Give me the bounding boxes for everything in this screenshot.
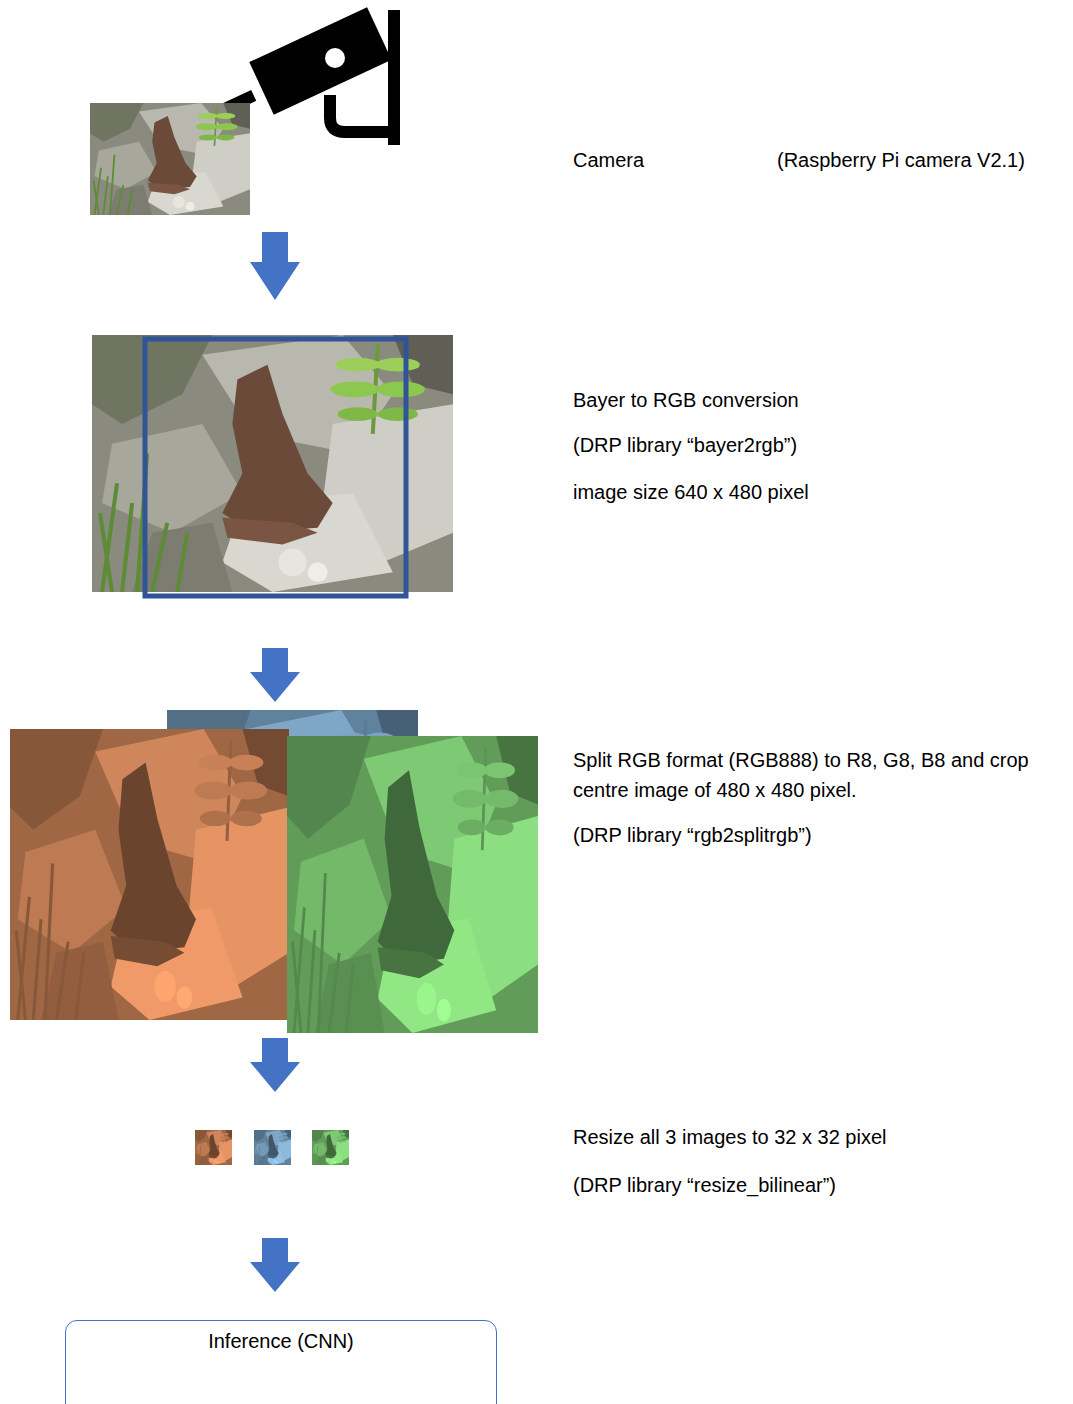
- small-blue: [254, 1130, 291, 1165]
- step-description: image size 640 x 480 pixel: [573, 480, 809, 504]
- crop-outline: [145, 339, 406, 596]
- small-red: [195, 1130, 232, 1165]
- green-channel: [287, 736, 538, 1033]
- step-description: (DRP library “resize_bilinear”): [573, 1173, 836, 1197]
- camera-photo: [90, 103, 250, 215]
- step-description: Resize all 3 images to 32 x 32 pixel: [573, 1125, 887, 1149]
- step-description: Camera: [573, 148, 644, 172]
- step-description: (DRP library “rgb2splitrgb”): [573, 823, 812, 847]
- box-label: Inference (CNN): [66, 1321, 496, 1361]
- step-description: (Raspberry Pi camera V2.1): [777, 148, 1025, 172]
- small-green: [312, 1130, 349, 1165]
- step-description: Bayer to RGB conversion: [573, 388, 799, 412]
- red-channel: [10, 729, 289, 1020]
- step-description: (DRP library “bayer2rgb”): [573, 433, 797, 457]
- step-description: Split RGB format (RGB888) to R8, G8, B8 …: [573, 745, 1043, 805]
- process-box: Inference (CNN): [65, 1320, 497, 1404]
